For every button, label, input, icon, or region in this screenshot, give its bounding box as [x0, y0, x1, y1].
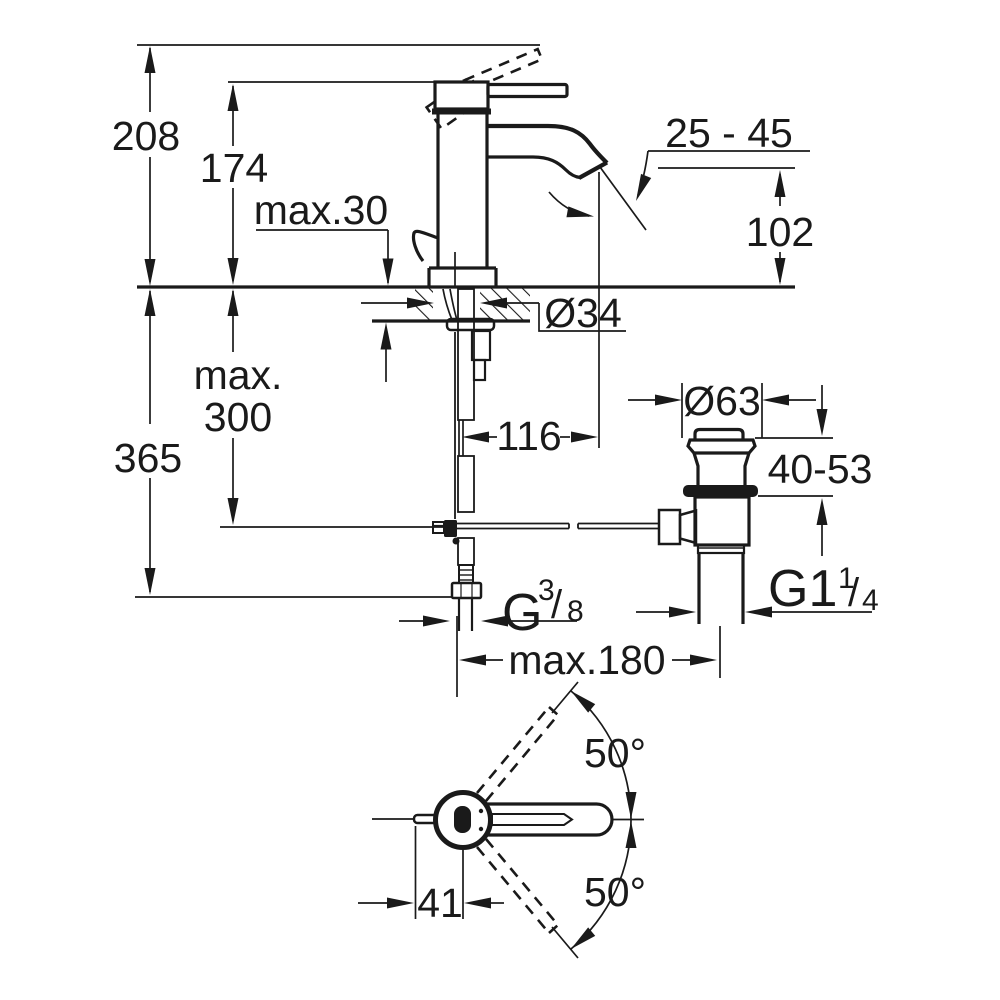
handle-block — [433, 80, 490, 111]
handle-lever — [486, 82, 569, 99]
under-counter-parts — [432, 288, 659, 631]
waste-flange — [686, 438, 757, 455]
lift-rod-knob — [411, 229, 439, 262]
dim-rod-to-waste: max.180 — [456, 616, 717, 697]
dim-waste-thread: G1 1 / 4 — [636, 560, 879, 618]
dim-depth-total: 365 — [114, 289, 182, 595]
pivot-dot-lower — [478, 826, 484, 832]
dim-deck-thickness: max.30 — [254, 187, 394, 382]
dim-text-50deg-lower: 50° — [584, 869, 646, 915]
waste-push-cap — [693, 427, 745, 440]
dim-text-50deg-upper: 50° — [584, 730, 646, 776]
dim-text-max30: max.30 — [254, 187, 388, 233]
dim-text-g38-slash: / — [551, 583, 563, 627]
pivot-dot-upper — [478, 808, 484, 814]
dim-text-174: 174 — [200, 145, 268, 191]
hose-nut — [450, 581, 483, 600]
dim-text-g114-den: 4 — [862, 584, 879, 617]
dim-outlet-height: 102 — [746, 170, 814, 285]
dim-text-d63: Ø63 — [683, 378, 761, 424]
dim-text-365: 365 — [114, 435, 182, 481]
dim-text-g38-den: 8 — [567, 595, 584, 628]
waste-body — [693, 495, 751, 547]
dim-text-208: 208 — [112, 113, 180, 159]
shank-rod-curve-1 — [442, 288, 453, 321]
braided-hose-upper — [457, 288, 475, 421]
lever-lower-dashed — [476, 838, 579, 959]
hose-connector-lower — [472, 358, 487, 382]
dim-text-25-45: 25 - 45 — [665, 110, 793, 156]
dim-aerator-angle: 25 - 45 — [648, 110, 810, 156]
dim-rod-offset: 41 — [358, 826, 504, 926]
dim-text-41: 41 — [417, 880, 463, 926]
dim-text-300: 300 — [204, 394, 272, 440]
dim-text-max: max. — [194, 352, 283, 398]
horizontal-rod — [457, 522, 659, 530]
dim-hole-diameter: Ø34 — [361, 290, 626, 336]
dim-height-spout-top: 174 — [200, 84, 268, 285]
mounting-nut — [445, 317, 496, 332]
faucet-elevation — [411, 47, 652, 286]
dim-spout-projection: 116 — [462, 413, 598, 459]
base-escutcheon — [427, 266, 498, 286]
dim-mounting-range: 40-53 — [755, 385, 872, 556]
dim-waste-flange-diameter: Ø63 — [628, 378, 816, 438]
countertop-section-hatch — [415, 288, 530, 320]
dim-text-g114-base: G1 — [768, 560, 837, 618]
dim-height-total: 208 — [112, 46, 180, 286]
dim-text-116: 116 — [496, 413, 561, 459]
waste-knurled-knob — [657, 508, 682, 546]
reference-lines — [135, 44, 795, 598]
rod-clamp — [444, 520, 457, 537]
waste-neck-right — [743, 452, 751, 485]
dim-text-g114-num: 1 — [838, 562, 855, 595]
dim-text-g38-base: G — [502, 584, 542, 642]
aerator-face — [577, 160, 609, 180]
dim-text-g114-slash: / — [848, 571, 860, 615]
waste-groove — [696, 543, 746, 555]
waste-neck-left — [692, 452, 700, 485]
braided-hose-middle — [457, 455, 475, 513]
dim-supply-thread: G 3 / 8 — [399, 574, 584, 642]
supply-tube — [457, 598, 474, 631]
pivot-slot — [454, 806, 471, 833]
pop-up-waste-assembly — [657, 427, 758, 678]
dim-text-max180: max.180 — [508, 637, 665, 683]
dim-text-102: 102 — [746, 209, 814, 255]
dim-text-d34: Ø34 — [544, 290, 622, 336]
aerator-face-extension — [599, 166, 647, 231]
shank-rod-curve-2 — [449, 288, 458, 321]
braided-hose-lower — [457, 537, 475, 566]
swivel-arrowhead — [566, 206, 594, 218]
hose-end-fitting — [458, 564, 474, 584]
dim-text-40-53: 40-53 — [768, 446, 873, 492]
lever-upper-dashed — [476, 681, 579, 802]
dim-hose-max-length: max. 300 — [194, 289, 283, 525]
dim-text-g38-num: 3 — [538, 574, 555, 607]
waste-gasket — [683, 485, 758, 497]
spout — [487, 123, 609, 180]
aerator-angle-arrowhead — [636, 173, 652, 201]
plan-view-handle-swing: 50° 50° 41 — [358, 681, 646, 959]
